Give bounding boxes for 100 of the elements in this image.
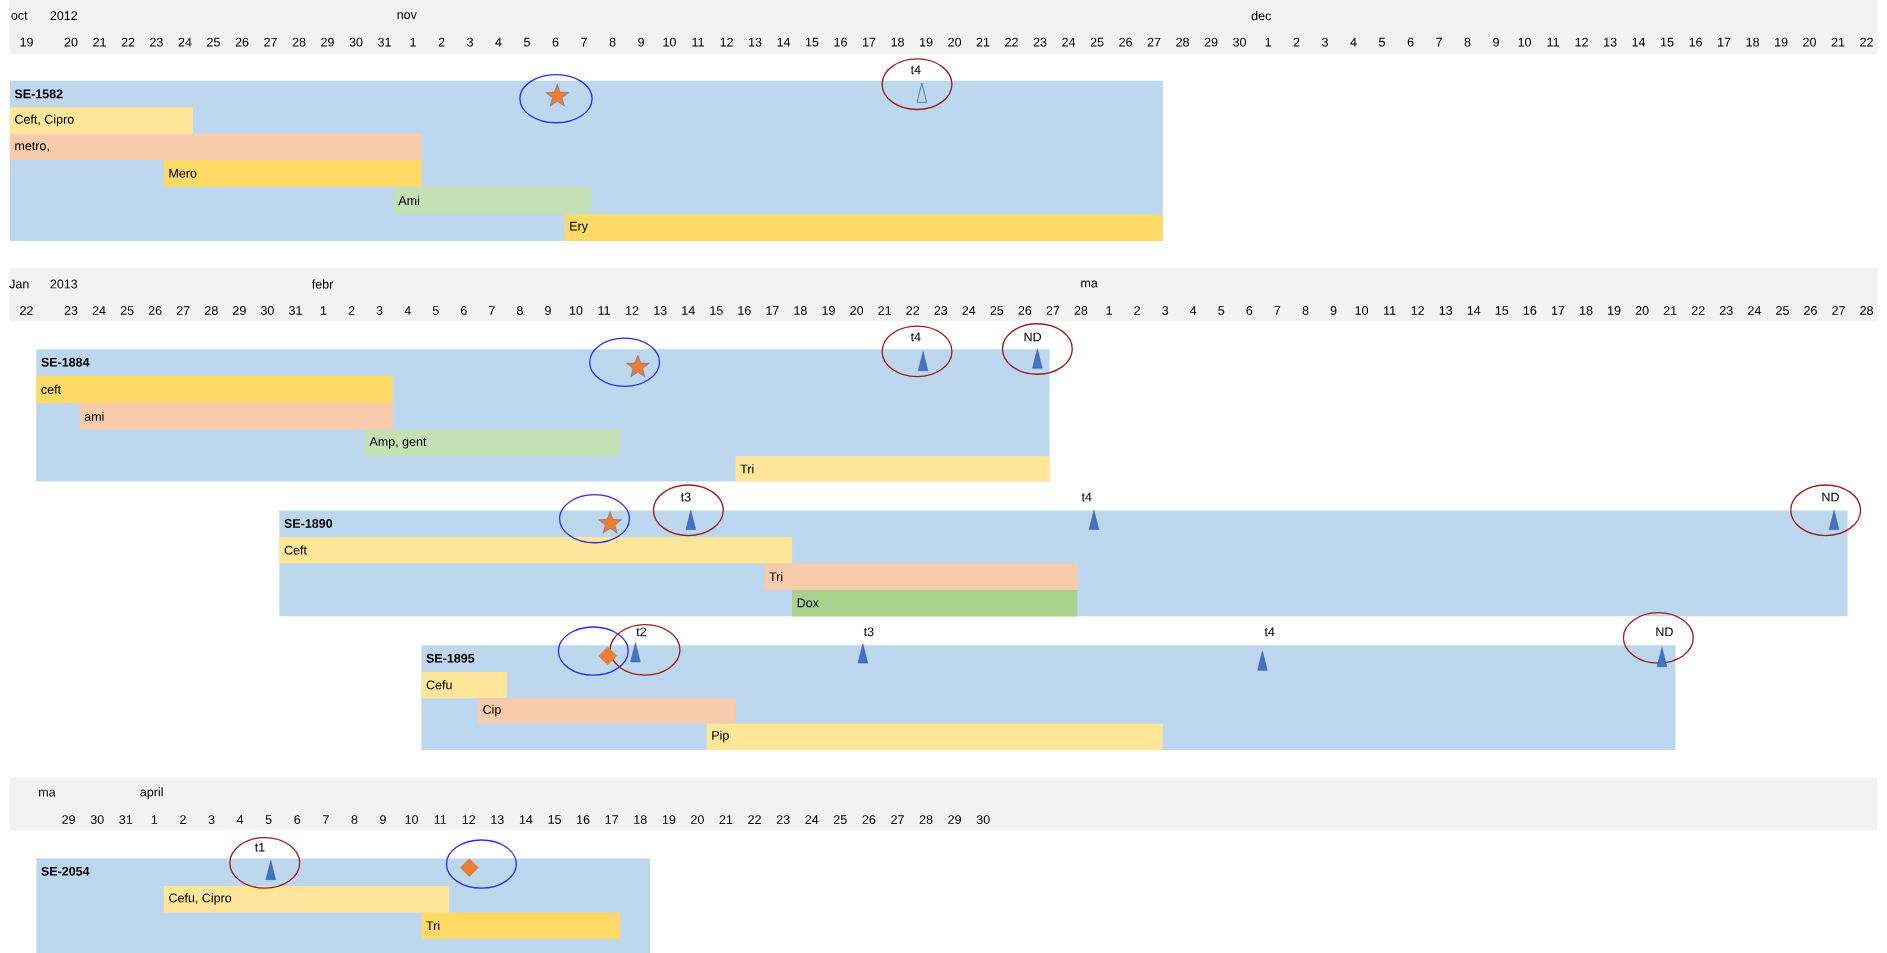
- day-number: 28: [919, 815, 933, 824]
- day-number: 8: [609, 37, 616, 47]
- treatment-bar: Ery: [564, 214, 1163, 241]
- day-number: 16: [738, 306, 751, 315]
- day-number: 17: [1552, 306, 1565, 315]
- day-number: 16: [834, 37, 847, 47]
- day-number: 16: [1523, 306, 1537, 315]
- treatment-bar: Ceft: [279, 536, 793, 564]
- treatment-bar: ami: [79, 403, 393, 430]
- treatment-bar: Cip: [478, 698, 736, 724]
- day-number: 24: [805, 815, 819, 824]
- day-number: 30: [349, 37, 363, 47]
- month-label: febr: [311, 279, 334, 289]
- month-label: ma: [39, 789, 56, 797]
- day-number: 22: [1691, 306, 1705, 315]
- year-label: 2012: [50, 11, 78, 20]
- day-number: 20: [1635, 306, 1649, 315]
- day-number: 31: [119, 815, 133, 824]
- month-label: oct: [11, 11, 28, 20]
- day-number: 6: [294, 815, 301, 824]
- day-number: 18: [891, 37, 904, 47]
- day-number: 21: [878, 306, 891, 315]
- day-number: 12: [1575, 37, 1588, 47]
- day-number: 25: [207, 37, 220, 47]
- day-number: 13: [491, 815, 504, 824]
- treatment-bar: Dox: [792, 589, 1078, 617]
- day-number: 11: [1384, 306, 1396, 315]
- day-number: 21: [1663, 306, 1677, 315]
- day-number: 19: [662, 815, 676, 824]
- treatment-bar: Tri: [764, 563, 1078, 590]
- treatment-bar: Tri: [421, 912, 620, 939]
- treatment-bar: Mero: [163, 160, 422, 187]
- day-number: 14: [1467, 306, 1481, 315]
- day-number: 1: [1106, 306, 1112, 315]
- day-number: 13: [1439, 306, 1453, 315]
- timepoint-label: t3: [863, 627, 874, 637]
- day-number: 27: [1832, 306, 1845, 315]
- day-number: 14: [1632, 37, 1646, 47]
- highlight-circle: [589, 337, 661, 387]
- day-number: 12: [626, 306, 639, 315]
- treatment-bar: Pip: [706, 723, 1163, 750]
- day-number: 30: [260, 306, 274, 315]
- day-number: 21: [719, 815, 733, 824]
- day-number: 21: [93, 37, 106, 47]
- day-number: 6: [1246, 306, 1253, 315]
- day-number: 19: [822, 306, 835, 315]
- day-number: 20: [948, 37, 962, 47]
- treatment-bar: Ceft, Cipro: [9, 107, 193, 134]
- day-number: 30: [90, 815, 104, 824]
- treatment-bar: Tri: [735, 456, 1050, 482]
- day-number: 18: [794, 306, 807, 315]
- year-label: 2013: [50, 279, 78, 289]
- day-number: 5: [1218, 306, 1225, 315]
- day-number: 11: [434, 815, 447, 824]
- day-number: 27: [176, 306, 190, 315]
- day-number: 25: [833, 815, 847, 824]
- day-number: 23: [64, 306, 78, 315]
- day-number: 6: [1407, 37, 1414, 47]
- timepoint-label: t4: [1081, 492, 1092, 502]
- day-number: 13: [749, 37, 762, 47]
- day-number: 8: [516, 306, 523, 315]
- day-number: 9: [380, 815, 386, 824]
- timepoint-label: t4: [1264, 627, 1275, 637]
- treatment-bar: Cefu, Cipro: [163, 885, 450, 913]
- day-number: 1: [320, 306, 327, 315]
- day-number: 29: [321, 37, 334, 47]
- day-number: 18: [1746, 37, 1759, 47]
- highlight-circle: [558, 493, 631, 544]
- day-number: 14: [777, 37, 791, 47]
- day-number: 28: [205, 306, 218, 315]
- day-number: 4: [1190, 306, 1197, 315]
- day-number: 14: [519, 815, 533, 824]
- treatment-bar: Amp, gent: [364, 429, 620, 457]
- day-number: 1: [410, 37, 416, 47]
- day-number: 4: [404, 306, 411, 315]
- day-number: 15: [710, 306, 723, 315]
- day-number: 30: [976, 815, 990, 824]
- month-label: Jan: [9, 279, 29, 289]
- day-number: 5: [265, 815, 272, 824]
- day-number: 24: [1062, 37, 1076, 47]
- treatment-bar: Cefu: [421, 671, 507, 699]
- month-label: ma: [1081, 280, 1098, 288]
- day-number: 23: [150, 37, 163, 47]
- day-number: 10: [663, 37, 676, 47]
- day-number: 17: [1718, 37, 1731, 47]
- day-number: 22: [1860, 37, 1873, 47]
- day-number: 24: [1748, 306, 1761, 315]
- day-number: 22: [121, 37, 135, 47]
- day-number: 25: [990, 306, 1004, 315]
- day-number: 12: [462, 815, 476, 824]
- day-number: 3: [208, 815, 215, 824]
- day-number: 4: [236, 815, 244, 824]
- day-number: 28: [1860, 306, 1873, 315]
- day-number: 25: [1090, 37, 1104, 47]
- day-number: 3: [376, 306, 383, 315]
- day-number: 11: [598, 306, 610, 315]
- highlight-circle: [557, 626, 629, 676]
- day-number: 25: [1776, 306, 1789, 315]
- day-number: 7: [489, 306, 495, 315]
- day-number: 28: [292, 37, 306, 47]
